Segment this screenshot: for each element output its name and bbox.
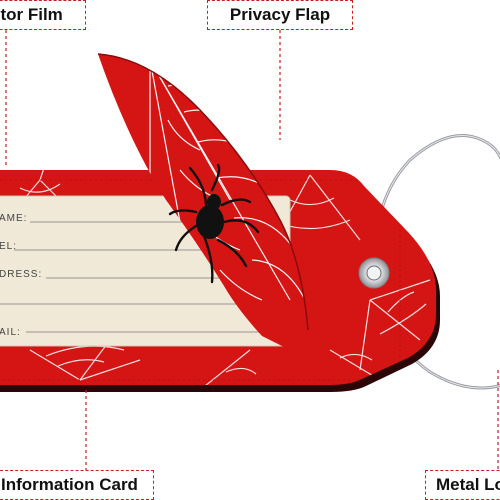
card-field-tel: EL: <box>0 241 17 252</box>
card-field-name: AME: <box>0 213 27 224</box>
callout-privacy-flap: Privacy Flap <box>207 0 353 30</box>
callout-metal-loop: Metal Lo <box>425 470 500 500</box>
callout-information-card: Information Card <box>0 470 154 500</box>
card-field-email: AIL: <box>0 327 21 338</box>
callout-protector-film: ctor Film <box>0 0 86 30</box>
card-field-address: DRESS: <box>0 269 42 280</box>
metal-eyelet <box>358 257 390 289</box>
callout-leader-lines <box>5 30 499 470</box>
spider-icon <box>168 163 260 284</box>
